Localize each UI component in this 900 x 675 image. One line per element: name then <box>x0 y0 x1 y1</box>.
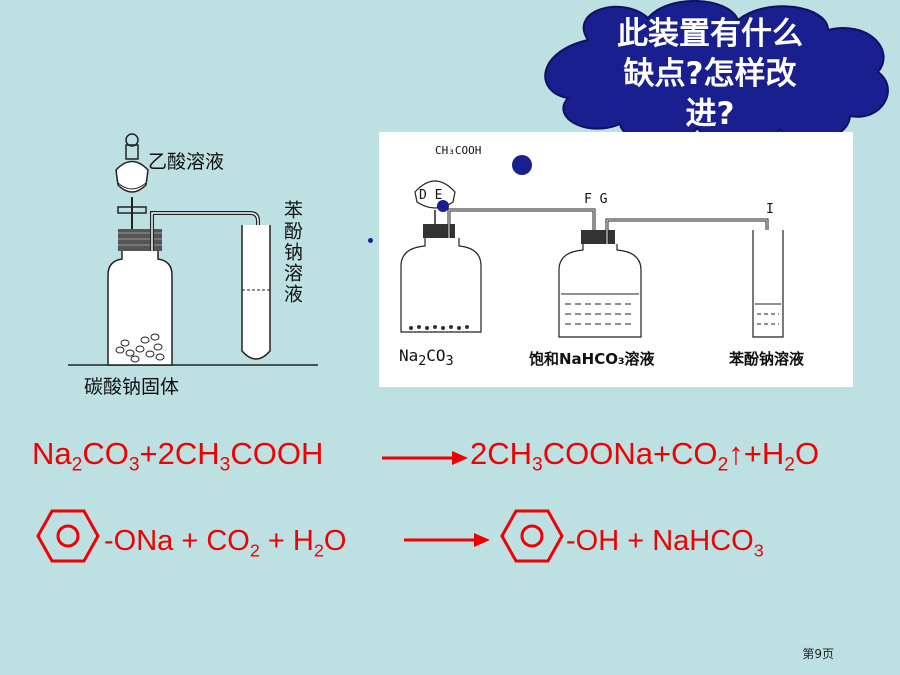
eq1-rhs-b-sub: 2 <box>717 454 729 476</box>
thought-cloud <box>544 0 889 147</box>
page-number: 第9页 <box>802 647 834 661</box>
eq2-lhs-b-sub: 2 <box>313 540 324 561</box>
eq1-lhs-b: CO <box>82 436 129 471</box>
equation-2-lhs: -ONa + CO2 + H2O <box>104 525 347 561</box>
cloud-line-3: 进? <box>685 96 735 132</box>
label-na2co3-a: Na <box>399 346 419 365</box>
left-apparatus-diagram <box>68 133 318 366</box>
eq1-rhs-d: O <box>794 436 820 471</box>
cloud-question: 此装置有什么 缺点?怎样改 进? <box>560 14 860 134</box>
cloud-line-2: 缺点?怎样改 <box>623 56 797 92</box>
equation-2-rhs: -OH + NaHCO3 <box>566 525 764 561</box>
eq1-lhs-b-sub: 3 <box>128 454 140 476</box>
eq2-rhs-a: -OH + NaHCO <box>566 525 754 557</box>
eq1-lhs-d: COOH <box>230 436 324 471</box>
label-na2co3: Na2CO3 <box>399 346 454 369</box>
eq1-rhs-c: ↑+H <box>728 436 785 471</box>
label-phenoxide: 苯酚钠溶液 <box>729 350 805 368</box>
eq1-lhs-c: +2CH <box>139 436 220 471</box>
benzene-ring-icon <box>500 509 564 563</box>
label-nahco3: 饱和NaHCO₃溶液 <box>529 350 655 368</box>
eq2-lhs-c: O <box>323 525 347 557</box>
label-na2co3-b: CO <box>426 346 446 365</box>
equation-1-lhs: Na2CO3+2CH3COOH <box>32 436 324 475</box>
letters-de: D E <box>419 188 443 203</box>
letters-fg: F G <box>584 192 608 207</box>
reagent-top-label: CH₃COOH <box>435 144 482 157</box>
eq2-lhs-a: -ONa + CO <box>104 525 250 557</box>
equation-2-arrow <box>404 533 490 547</box>
right-apparatus-diagram <box>400 155 784 338</box>
label-na2co3-sub2: 3 <box>445 354 454 370</box>
equation-1-rhs: 2CH3COONa+CO2↑+H2O <box>470 436 820 475</box>
eq1-rhs-a: 2CH <box>470 436 533 471</box>
eq1-lhs-a-sub: 2 <box>71 454 83 476</box>
eq1-lhs-a: Na <box>32 436 72 471</box>
letter-i: I <box>766 202 774 217</box>
bullet-dot <box>368 238 373 243</box>
eq2-lhs-a-sub: 2 <box>249 540 260 561</box>
cloud-line-1: 此装置有什么 <box>617 16 803 52</box>
eq1-rhs-b: COONa+CO <box>542 436 718 471</box>
equation-1-arrow <box>382 451 468 465</box>
benzene-ring-icon <box>36 509 100 563</box>
tube-label: 苯酚钠溶液 <box>281 200 303 305</box>
eq1-lhs-c-sub: 3 <box>219 454 231 476</box>
eq1-rhs-a-sub: 3 <box>532 454 543 476</box>
right-apparatus-panel: CH₃COOH D E F G I Na2CO3 饱和NaHCO₃溶液 苯酚钠溶… <box>379 132 853 387</box>
bottle-label: 碳酸钠固体 <box>84 376 180 398</box>
eq2-lhs-b: + H <box>259 525 314 557</box>
funnel-label: 乙酸溶液 <box>148 151 225 173</box>
eq2-rhs-a-sub: 3 <box>753 540 764 561</box>
label-na2co3-sub1: 2 <box>418 354 427 370</box>
eq1-rhs-c-sub: 2 <box>784 454 795 476</box>
